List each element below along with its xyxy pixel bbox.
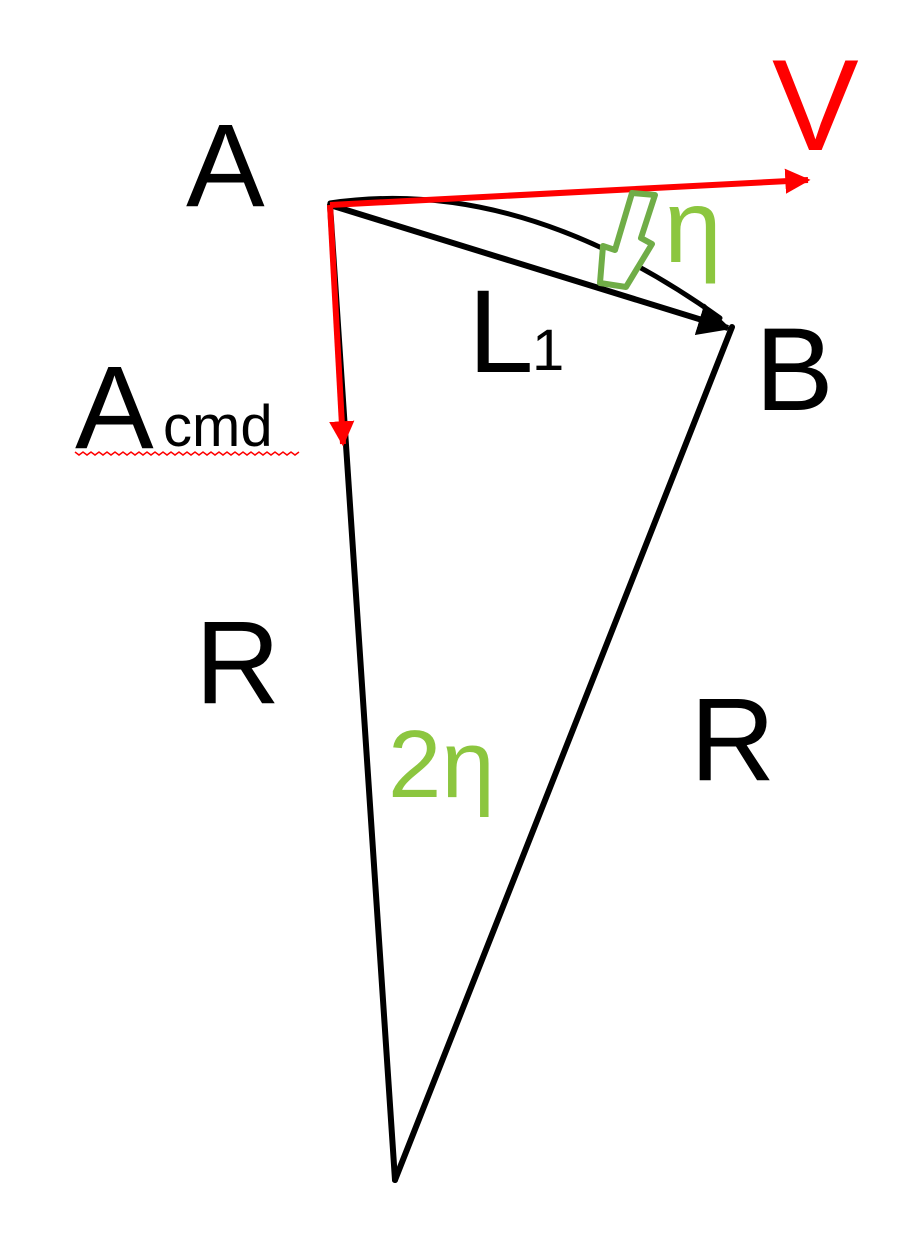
chord-l1-arrow bbox=[329, 202, 732, 335]
acmd-label-sub: cmd bbox=[163, 394, 273, 459]
arc-a-to-b bbox=[327, 195, 723, 321]
radius-label-left: R bbox=[195, 597, 280, 729]
two-eta-angle-label: 2η bbox=[388, 711, 495, 818]
chord-l1-label-main: L bbox=[468, 266, 534, 398]
point-b-label: B bbox=[755, 304, 834, 436]
radius-line-right bbox=[392, 324, 735, 1183]
point-a-label: A bbox=[186, 100, 265, 232]
eta-angle-arrow-icon bbox=[597, 190, 658, 290]
radius-label-right: R bbox=[690, 674, 775, 806]
velocity-vector-arrow bbox=[329, 168, 811, 208]
spellcheck-underline bbox=[74, 451, 300, 456]
acmd-vector-arrow bbox=[327, 204, 355, 447]
chord-l1-label-sub: 1 bbox=[532, 318, 564, 383]
eta-angle-label: η bbox=[664, 169, 722, 285]
velocity-label: V bbox=[772, 32, 859, 178]
